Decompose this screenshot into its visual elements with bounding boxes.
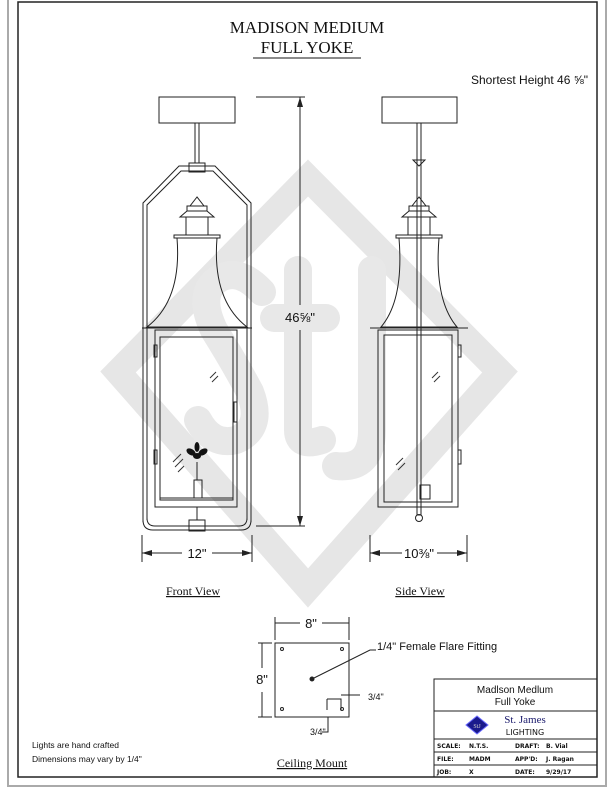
company-logo: StJ — [465, 715, 489, 735]
front-width-label: 12" — [187, 546, 206, 561]
job-label: JOB: — [436, 769, 451, 776]
mount-width-label: 8" — [305, 616, 317, 631]
title-line2: FULL YOKE — [261, 38, 354, 57]
job-value: X — [469, 769, 474, 776]
file-label: FILE: — [437, 756, 454, 763]
side-width-label: 10⅜" — [404, 546, 434, 561]
mount-height-label: 8" — [256, 672, 268, 687]
flame-icon — [186, 442, 208, 459]
approved-value: J. Ragan — [545, 756, 574, 763]
date-value: 9/29/17 — [546, 769, 571, 776]
company-name: St. James — [504, 714, 546, 726]
title-block — [433, 678, 598, 778]
page-border — [7, 0, 607, 787]
logo-text: StJ — [473, 724, 481, 730]
height-dimension — [256, 96, 305, 527]
scale-label: SCALE: — [437, 743, 461, 750]
draft-label: DRAFT: — [515, 743, 540, 750]
fitting-label: 1/4" Female Flare Fitting — [377, 641, 497, 653]
side-view-drawing — [370, 96, 468, 522]
product-name: Madlson Medlum — [477, 685, 553, 696]
drawing-frame — [17, 1, 598, 778]
draft-value: B. Vial — [546, 743, 568, 750]
product-variant: Full Yoke — [495, 697, 536, 708]
front-view-drawing — [142, 96, 252, 532]
side-width-dimension — [369, 535, 468, 562]
watermark-lettering — [184, 256, 386, 481]
shortest-height: Shortest Height 46 ⅝" — [471, 73, 588, 87]
front-view-label: Front View — [166, 584, 220, 598]
side-view-label: Side View — [395, 584, 445, 598]
front-width-dimension — [141, 535, 253, 562]
scale-value: N.T.S. — [469, 743, 488, 750]
ceiling-mount-drawing — [258, 617, 376, 733]
title-line1: MADISON MEDIUM — [230, 18, 384, 37]
note-line: Lights are hand crafted — [32, 740, 119, 750]
file-value: MADM — [469, 756, 491, 763]
company-subtitle: LIGHTING — [506, 728, 544, 737]
height-dimension-label: 46⅝" — [285, 310, 315, 325]
offset-y-label: 3/4" — [310, 727, 326, 737]
watermark — [100, 159, 518, 608]
offset-x-label: 3/4" — [368, 692, 384, 702]
date-label: DATE: — [515, 769, 535, 776]
note-line: Dimensions may vary by 1/4" — [32, 754, 142, 764]
approved-label: APP'D: — [515, 756, 538, 763]
ceiling-mount-label: Ceiling Mount — [277, 756, 348, 770]
